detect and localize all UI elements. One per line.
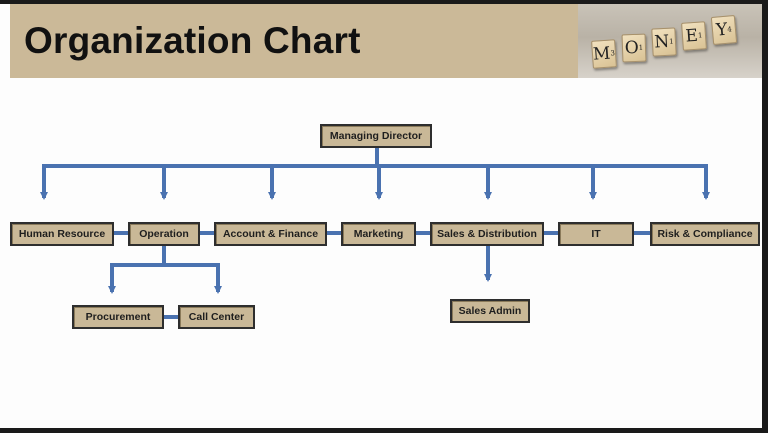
frame-border-bottom xyxy=(0,428,768,433)
page-title: Organization Chart xyxy=(24,20,361,61)
node-account-finance[interactable]: Account & Finance xyxy=(214,222,327,246)
node-risk-compliance[interactable]: Risk & Compliance xyxy=(650,222,760,246)
node-procurement[interactable]: Procurement xyxy=(72,305,164,329)
node-marketing[interactable]: Marketing xyxy=(341,222,416,246)
node-call-center[interactable]: Call Center xyxy=(178,305,255,329)
node-sales-distribution[interactable]: Sales & Distribution xyxy=(430,222,544,246)
node-sales-admin[interactable]: Sales Admin xyxy=(450,299,530,323)
node-human-resource[interactable]: Human Resource xyxy=(10,222,114,246)
frame-border-top xyxy=(0,0,768,4)
title-banner: Organization Chart xyxy=(10,4,578,78)
node-it[interactable]: IT xyxy=(558,222,634,246)
node-operation[interactable]: Operation xyxy=(128,222,200,246)
node-managing-director[interactable]: Managing Director xyxy=(320,124,432,148)
frame-border-right xyxy=(762,0,768,433)
